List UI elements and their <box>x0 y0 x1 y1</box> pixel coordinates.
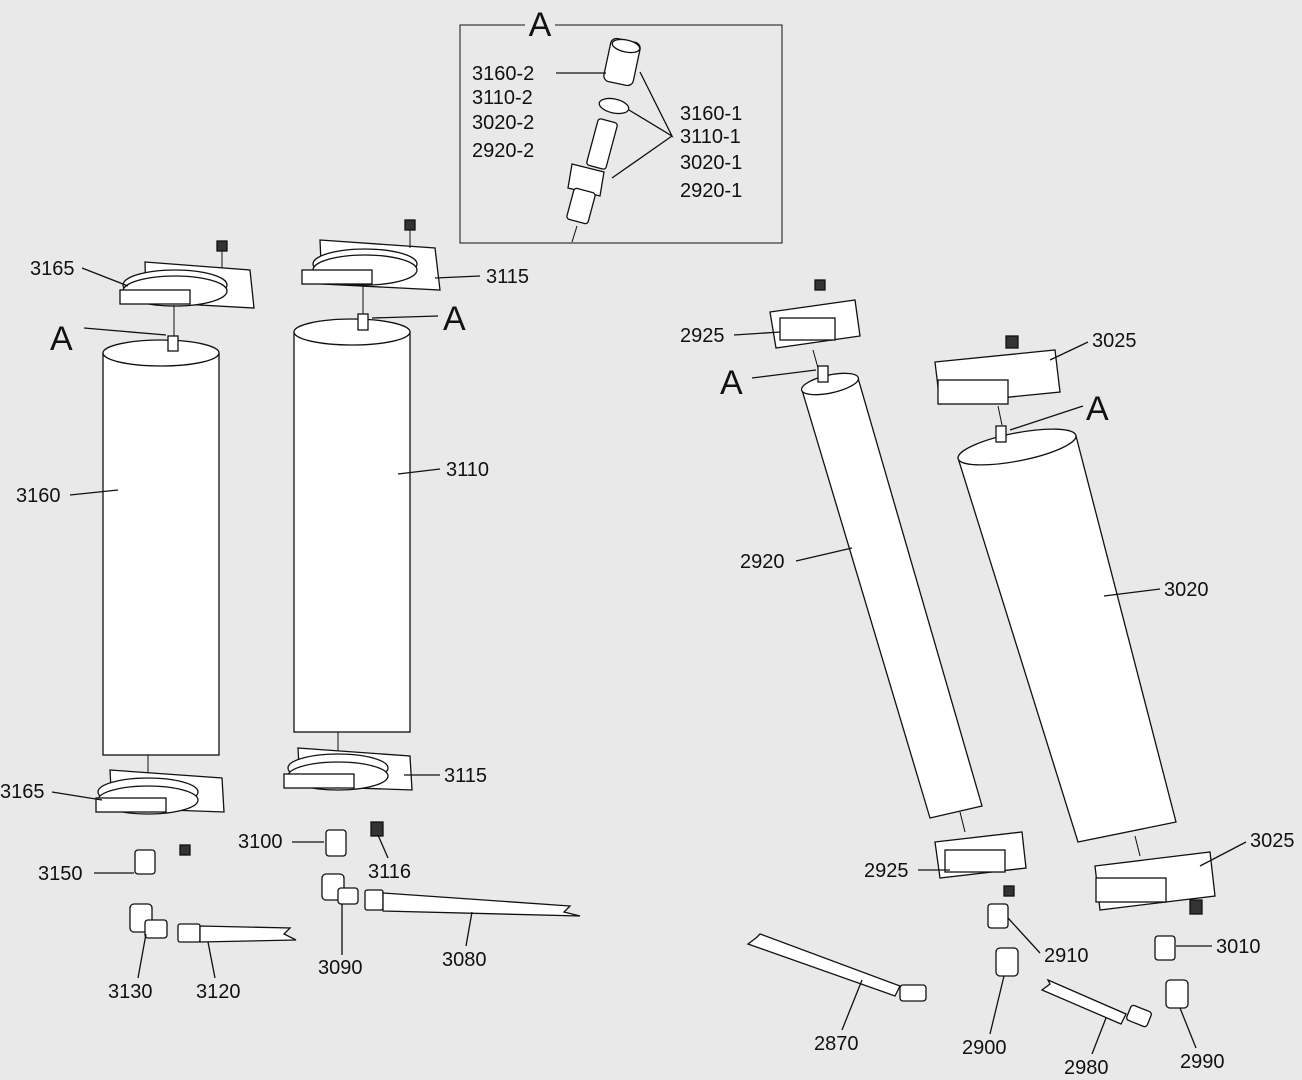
label-3020: 3020 <box>1164 579 1209 601</box>
hose-3080 <box>364 889 581 917</box>
detail-a-title: A <box>529 6 552 44</box>
part-labels: 3165 3160 3165 3150 3130 3120 3115 3110 … <box>0 258 1295 1079</box>
detail-label-left-2: 3110-2 <box>472 87 533 109</box>
fitting-3010 <box>1154 935 1176 961</box>
hose-3120 <box>177 923 297 943</box>
label-2900: 2900 <box>962 1037 1007 1059</box>
detail-label-right-4: 2920-1 <box>680 180 742 202</box>
label-3025-bottom: 3025 <box>1250 830 1295 852</box>
bracket-3025-top <box>934 335 1061 426</box>
detail-a-box: A 3160-2 3110-2 3020-2 2920-2 3160-1 311… <box>459 6 783 244</box>
marker-a-2920: A <box>720 364 743 402</box>
label-3165-bottom: 3165 <box>0 781 45 803</box>
detail-o-ring <box>598 97 630 115</box>
label-3010: 3010 <box>1216 936 1261 958</box>
cylinder-3020 <box>957 425 1177 843</box>
elbow-2900 <box>995 947 1019 977</box>
label-2870: 2870 <box>814 1033 859 1055</box>
clamp-3115-top <box>301 219 441 315</box>
label-3160: 3160 <box>16 485 61 507</box>
cylinder-3110 <box>293 313 411 733</box>
marker-a-3020: A <box>1086 390 1109 428</box>
cylinder-2920 <box>800 365 983 819</box>
detail-label-right-2: 3110-1 <box>680 126 741 148</box>
elbow-3090 <box>321 873 359 905</box>
hose-2870 <box>746 933 927 1002</box>
assembly-3020 <box>934 335 1216 1028</box>
elbow-3130 <box>129 903 168 939</box>
fitting-2910 <box>987 903 1009 929</box>
detail-label-left-1: 3160-2 <box>472 63 534 85</box>
assembly-3110 <box>283 219 581 917</box>
bracket-2925-top <box>769 279 861 369</box>
label-3110: 3110 <box>446 459 489 481</box>
bracket-3025-bottom <box>1094 835 1216 915</box>
label-3130: 3130 <box>108 981 153 1003</box>
label-3025-top: 3025 <box>1092 330 1137 352</box>
detail-label-right-3: 3020-1 <box>680 152 742 174</box>
label-3080: 3080 <box>442 949 487 971</box>
fitting-3150 <box>134 849 156 875</box>
clamp-3115-bottom <box>283 732 413 837</box>
bracket-2925-bottom <box>934 811 1027 897</box>
label-3116: 3116 <box>368 861 411 883</box>
cylinder-3160 <box>102 335 220 756</box>
detail-fitting <box>566 118 618 243</box>
label-3100: 3100 <box>238 831 283 853</box>
label-2910: 2910 <box>1044 945 1089 967</box>
label-3120: 3120 <box>196 981 241 1003</box>
label-2925-top: 2925 <box>680 325 725 347</box>
fitting-3100 <box>325 829 347 857</box>
label-2925-bottom: 2925 <box>864 860 909 882</box>
hose-2980 <box>1040 978 1152 1028</box>
clamp-3165-top <box>119 240 255 336</box>
clamp-3165-bottom <box>95 755 225 856</box>
label-3090: 3090 <box>318 957 363 979</box>
label-3165-top: 3165 <box>30 258 75 280</box>
label-2920: 2920 <box>740 551 785 573</box>
elbow-2990 <box>1165 979 1189 1009</box>
marker-a-3110: A <box>443 300 466 338</box>
label-2980: 2980 <box>1064 1057 1109 1079</box>
detail-label-left-3: 3020-2 <box>472 112 534 134</box>
label-3115-top: 3115 <box>486 266 529 288</box>
assembly-3160 <box>95 240 297 943</box>
label-2990: 2990 <box>1180 1051 1225 1073</box>
detail-cap <box>603 37 641 87</box>
label-3150: 3150 <box>38 863 83 885</box>
detail-label-left-4: 2920-2 <box>472 140 534 162</box>
label-3115-bottom: 3115 <box>444 765 487 787</box>
detail-label-right-1: 3160-1 <box>680 103 742 125</box>
marker-a-3160: A <box>50 320 73 358</box>
